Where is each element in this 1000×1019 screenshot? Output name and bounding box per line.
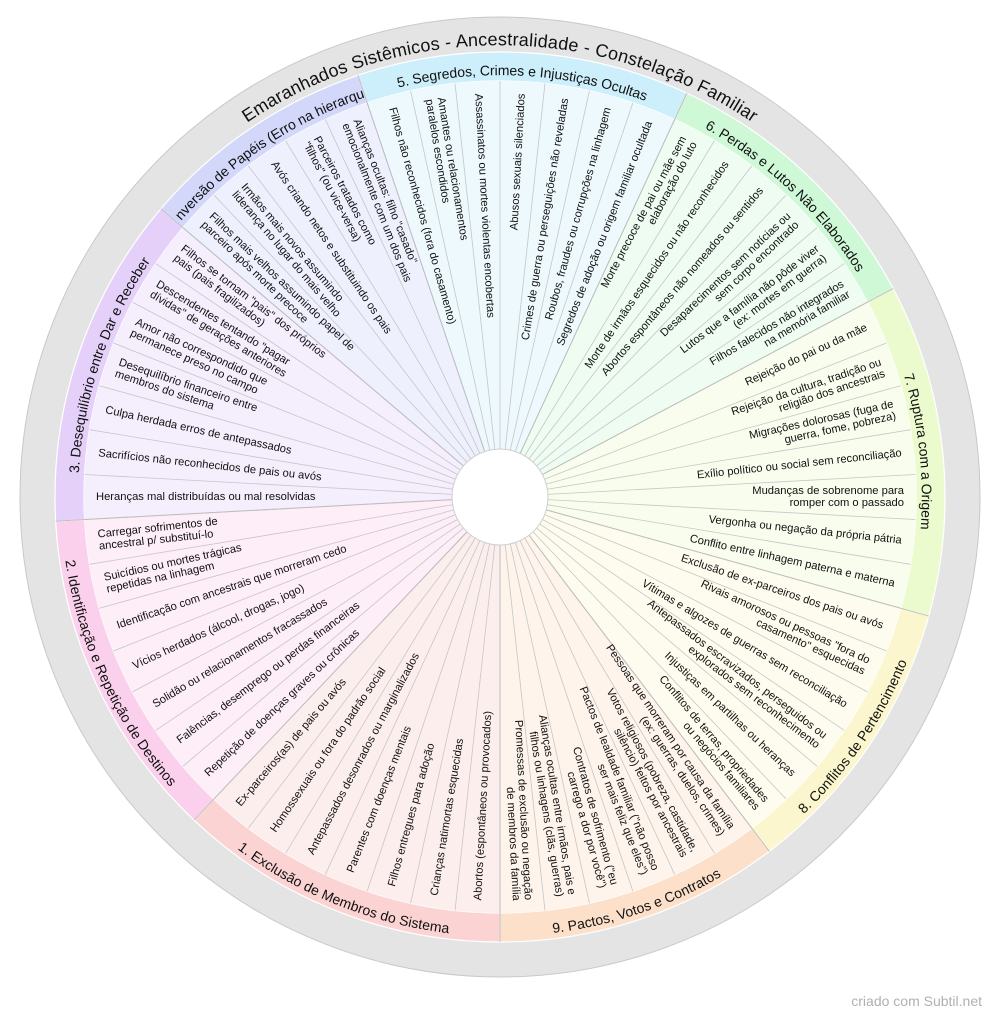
item-divider	[519, 540, 676, 875]
item-divider	[547, 474, 916, 495]
item-divider	[532, 531, 787, 800]
item-label: Heranças mal distribuídas ou mal resolvi…	[96, 491, 316, 503]
category-items-area-4	[182, 102, 485, 466]
category-items-area-3	[84, 227, 464, 520]
item-divider	[324, 540, 481, 875]
category-divider	[357, 75, 486, 452]
item-divider	[247, 534, 472, 829]
item-divider	[544, 514, 887, 652]
item-divider	[532, 194, 787, 463]
item-divider	[155, 523, 461, 731]
category-items-area-5	[367, 81, 675, 454]
item-divider	[547, 429, 911, 490]
category-divider	[193, 531, 468, 821]
item-divider	[524, 537, 715, 854]
item-divider	[524, 140, 715, 457]
category-divider	[519, 92, 688, 454]
credit-text: criado com Subtil.net	[851, 993, 982, 1009]
category-items-area-7	[542, 302, 917, 609]
item-divider	[544, 342, 887, 480]
item-divider	[132, 301, 458, 475]
item-divider	[366, 542, 486, 892]
category-items-area-1	[213, 531, 500, 913]
item-divider	[410, 90, 491, 451]
item-divider	[504, 83, 546, 450]
item-divider	[542, 519, 868, 693]
item-divider	[539, 263, 845, 471]
item-divider	[514, 102, 634, 452]
item-divider	[84, 474, 453, 495]
item-divider	[155, 263, 461, 471]
item-divider	[89, 429, 453, 490]
center-hole	[451, 448, 549, 546]
item-divider	[514, 542, 634, 892]
category-divider	[546, 509, 929, 617]
item-divider	[99, 509, 454, 609]
item-divider	[89, 504, 453, 565]
item-divider	[547, 499, 916, 520]
item-divider	[285, 537, 476, 854]
category-divider	[528, 534, 770, 852]
item-divider	[213, 194, 468, 463]
category-items-area-9	[500, 535, 752, 913]
item-divider	[113, 342, 456, 480]
item-divider	[546, 385, 901, 485]
category-divider	[542, 288, 894, 475]
item-divider	[539, 523, 845, 731]
category-items-area-8	[529, 509, 901, 829]
item-divider	[536, 227, 818, 467]
item-divider	[504, 544, 546, 911]
item-divider	[285, 140, 476, 457]
item-divider	[547, 504, 911, 565]
item-divider	[182, 527, 464, 767]
item-text: Mudanças de sobrenome para	[752, 485, 905, 497]
category-divider	[160, 208, 464, 467]
item-divider	[324, 119, 481, 454]
item-divider	[536, 527, 818, 767]
item-divider	[410, 543, 491, 904]
item-divider	[509, 90, 590, 451]
item-divider	[454, 544, 496, 911]
category-items-area-6	[520, 119, 868, 475]
item-divider	[528, 165, 753, 460]
item-divider	[132, 519, 458, 693]
item-divider	[247, 165, 472, 460]
item-divider	[454, 83, 496, 450]
item-divider	[509, 543, 590, 904]
category-divider	[55, 499, 453, 522]
item-text: Heranças mal distribuídas ou mal resolvi…	[96, 491, 316, 503]
item-text: romper com o passado	[790, 497, 904, 509]
item-divider	[113, 514, 456, 652]
item-divider	[99, 385, 454, 485]
